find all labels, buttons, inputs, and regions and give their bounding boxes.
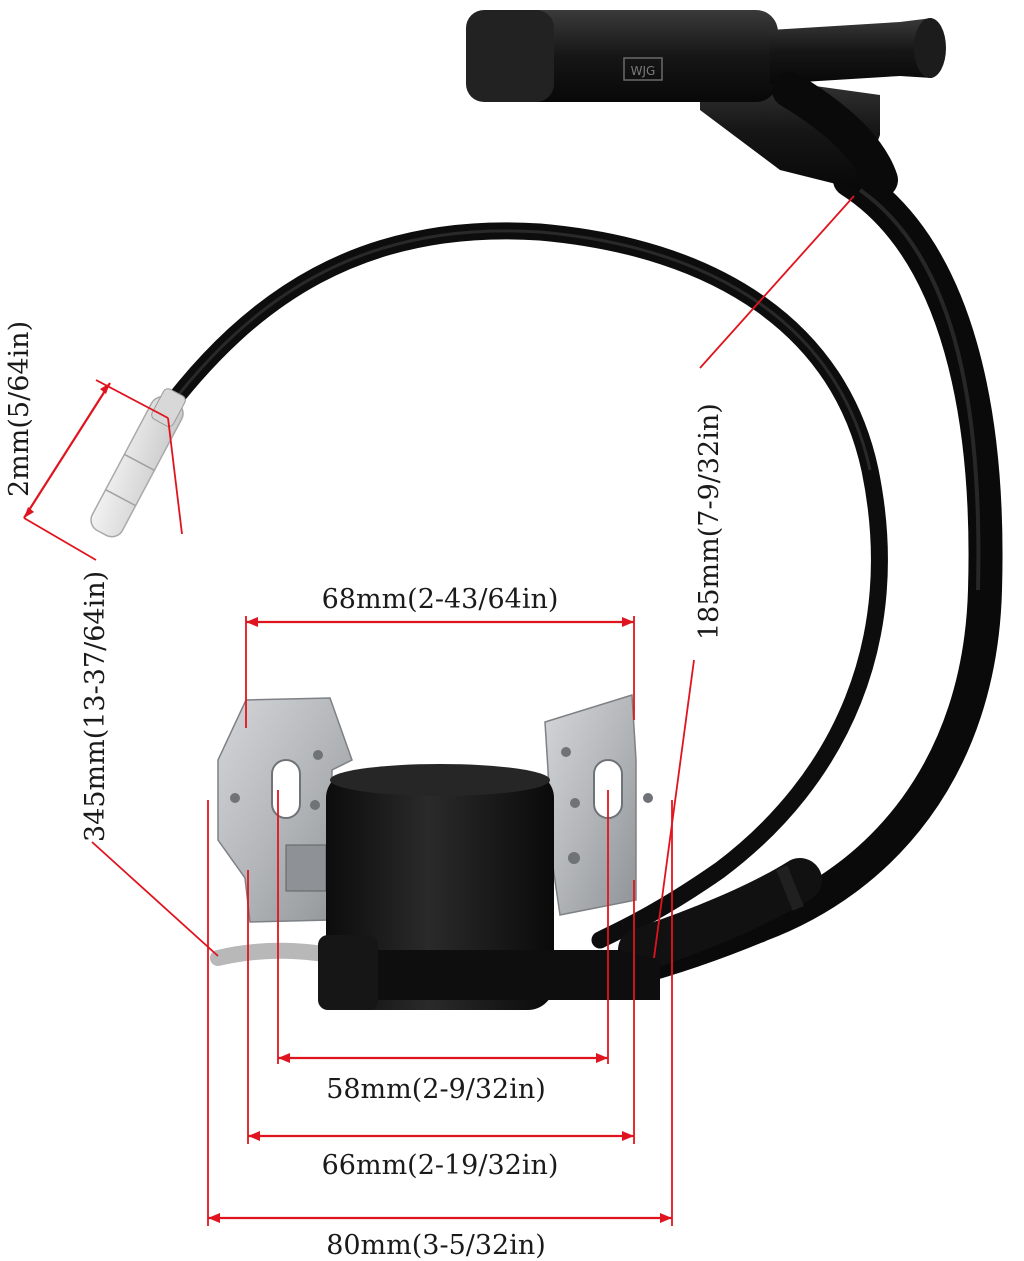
hv-lead: [593, 163, 1003, 992]
ignition-coil: [210, 694, 660, 1010]
dim-hole-spacing: 58mm(2-9/32in): [277, 790, 609, 1105]
lead-wire-length-label: 345mm(13-37/64in): [80, 571, 111, 842]
dim-bracket-outer-width: 68mm(2-43/64in): [245, 584, 635, 728]
dim-lead-wire-length: 345mm(13-37/64in): [80, 417, 219, 957]
bracket-outer-width-label: 68mm(2-43/64in): [322, 584, 559, 615]
dim-hv-lead-length: 185mm(7-9/32in): [653, 195, 855, 959]
hv-lead-length-label: 185mm(7-9/32in): [694, 403, 725, 640]
boot-logo: WJG: [623, 57, 663, 81]
dim-bracket-width: 66mm(2-19/32in): [247, 870, 635, 1181]
spark-plug-boot: WJG: [466, 10, 946, 198]
bracket-width-label: 66mm(2-19/32in): [322, 1150, 559, 1181]
hole-spacing-label: 58mm(2-9/32in): [326, 1074, 546, 1105]
lead-wire: [156, 222, 888, 949]
terminal-width-label: 2mm(5/64in): [4, 321, 35, 497]
svg-text:WJG: WJG: [631, 64, 656, 78]
dim-terminal-width: 2mm(5/64in): [4, 321, 169, 561]
dim-overall-width: 80mm(3-5/32in): [207, 800, 673, 1261]
overall-width-label: 80mm(3-5/32in): [326, 1230, 546, 1261]
terminal-connector: [90, 388, 186, 538]
